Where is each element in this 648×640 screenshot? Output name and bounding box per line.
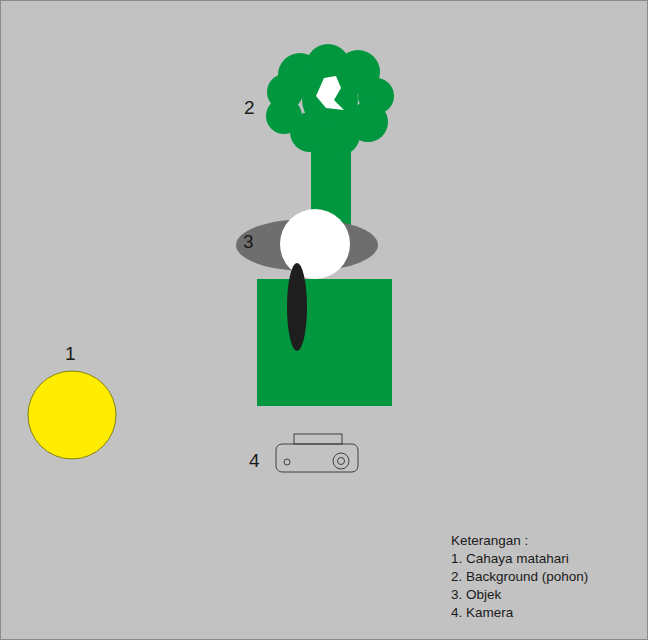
legend-heading: Keterangan : (451, 533, 528, 549)
cast-shadow (287, 263, 307, 351)
object-ball (280, 209, 350, 279)
canopy-gap (316, 76, 344, 110)
camera (276, 434, 358, 472)
callout-number: 2 (244, 97, 255, 119)
legend-note: 4. Kamera (451, 605, 513, 621)
callout-number: 1 (65, 343, 76, 365)
legend-note: 2. Background (pohon) (451, 569, 588, 585)
callout-number: 3 (243, 231, 254, 253)
tree (266, 44, 394, 235)
callout-number: 4 (249, 450, 260, 472)
green-box (257, 279, 392, 406)
legend-note: 1. Cahaya matahari (451, 551, 569, 567)
legend-note: 3. Objek (451, 587, 501, 603)
sun (28, 371, 116, 459)
